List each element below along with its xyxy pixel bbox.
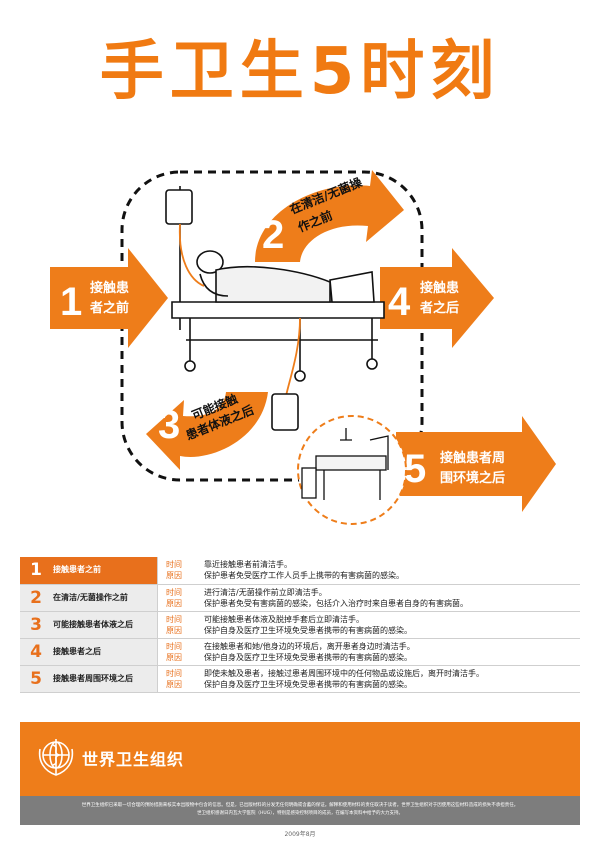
table-row: 5 接触患者周围环境之后 时间原因 即使未触及患者，接触过患者周围环境中的任何物…: [20, 665, 580, 693]
table-row: 4 接触患者之后 时间原因 在接触患者和她/他身边的环境后，离开患者身边时清洁手…: [20, 638, 580, 666]
svg-text:4: 4: [388, 280, 411, 324]
reason-text: 保护自身及医疗卫生环境免受患者携带的有害病菌的感染。: [204, 652, 412, 662]
patient-bed-illustration: [165, 186, 385, 431]
reason-text: 保护患者免受有害病菌的感染，包括介入治疗时来自患者自身的有害病菌。: [204, 598, 468, 608]
table-row: 2 在清洁/无菌操作之前 时间原因 进行清洁/无菌操作前立即清洁手。保护患者免受…: [20, 584, 580, 612]
arrow-moment-2: 2 在清洁/无菌操 作之前: [255, 170, 404, 262]
time-text: 靠近接触患者前清洁手。: [204, 560, 292, 570]
moment-5-diagram-label-2: 围环境之后: [440, 470, 505, 486]
moment-number: 1: [20, 557, 52, 585]
moment-label: 接触患者周围环境之后: [52, 665, 158, 693]
time-label: 时间: [166, 668, 182, 678]
table-row: 1 接触患者之前 时间原因 靠近接触患者前清洁手。保护患者免受医疗工作人员手上携…: [20, 557, 580, 585]
patient-surroundings-illustration: [297, 415, 407, 525]
organization-banner: 世界卫生组织: [20, 722, 580, 796]
time-text: 进行清洁/无菌操作前立即清洁手。: [204, 587, 327, 597]
moment-label: 接触患者之前: [52, 557, 158, 585]
moment-1-diagram-label-1: 接触患: [90, 280, 129, 296]
page-title: 手卫生5时刻: [99, 35, 501, 109]
arrow-moment-5: 5 接触患者周 围环境之后: [396, 416, 556, 512]
moment-label: 接触患者之后: [52, 638, 158, 666]
reason-label: 原因: [166, 679, 182, 689]
moments-table: 1 接触患者之前 时间原因 靠近接触患者前清洁手。保护患者免受医疗工作人员手上携…: [20, 557, 580, 693]
moment-label: 在清洁/无菌操作之前: [52, 584, 158, 612]
arrow-moment-1: 1 接触患 者之前: [50, 248, 168, 348]
reason-text: 保护自身及医疗卫生环境免受患者携带的有害病菌的感染。: [204, 625, 412, 635]
table-row: 3 可能接触患者体液之后 时间原因 可能接触患者体液及脱掉手套后立即清洁手。保护…: [20, 611, 580, 639]
moment-number: 4: [20, 638, 52, 666]
moment-4-diagram-label-1: 接触患: [420, 280, 459, 296]
moment-label: 可能接触患者体液之后: [52, 611, 158, 639]
acknowledgement-text: 世卫组织感谢日内瓦大学医院（HUG），特别是感染控制项目的成员，在编写本资料中给…: [197, 811, 403, 816]
moment-number: 2: [20, 584, 52, 612]
who-emblem-icon: [38, 739, 74, 776]
arrow-moment-3: 3 可能接触 患者体液之后: [146, 391, 268, 470]
moment-1-diagram-label-2: 者之前: [89, 300, 129, 316]
time-label: 时间: [166, 641, 182, 651]
reason-label: 原因: [166, 652, 182, 662]
time-label: 时间: [166, 614, 182, 624]
reason-label: 原因: [166, 598, 182, 608]
reason-label: 原因: [166, 625, 182, 635]
moment-4-diagram-label-2: 者之后: [419, 300, 459, 316]
five-moments-diagram: 1 接触患 者之前 4 接触患 者之后 2 在清洁/无菌操 作之前 3 可能接触…: [50, 170, 556, 525]
time-label: 时间: [166, 560, 182, 570]
publication-date: 2009年8月: [284, 831, 316, 838]
time-text: 即使未触及患者，接触过患者周围环境中的任何物品或设施后，离开时清洁手。: [204, 668, 484, 678]
svg-text:1: 1: [60, 280, 82, 324]
time-text: 在接触患者和她/他身边的环境后，离开患者身边时清洁手。: [204, 641, 415, 651]
time-text: 可能接触患者体液及脱掉手套后立即清洁手。: [204, 614, 364, 624]
arrow-moment-4: 4 接触患 者之后: [380, 248, 494, 348]
disclaimer-box: 世界卫生组织已采取一切合理的预防措施来核实本出版物中包含的信息。但是，已出版材料…: [20, 796, 580, 825]
moment-5-diagram-label-1: 接触患者周: [440, 450, 505, 466]
organization-name: 世界卫生组织: [82, 750, 185, 769]
svg-text:3: 3: [158, 403, 180, 447]
moment-number: 3: [20, 611, 52, 639]
reason-text: 保护患者免受医疗工作人员手上携带的有害病菌的感染。: [204, 571, 404, 581]
disclaimer-text: 世界卫生组织已采取一切合理的预防措施来核实本出版物中包含的信息。但是，已出版材料…: [81, 803, 519, 808]
svg-text:5: 5: [404, 447, 426, 491]
svg-text:2: 2: [262, 213, 284, 257]
reason-text: 保护自身及医疗卫生环境免受患者携带的有害病菌的感染。: [204, 679, 412, 689]
reason-label: 原因: [166, 571, 182, 581]
moment-number: 5: [20, 665, 52, 693]
time-label: 时间: [166, 587, 182, 597]
